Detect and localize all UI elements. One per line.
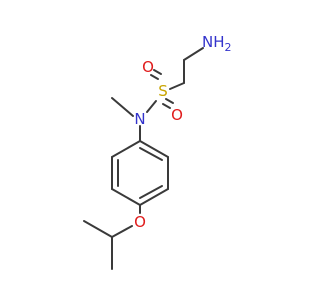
ring-inner-bond-2 [139, 185, 163, 199]
sulfur-label: S [158, 82, 168, 100]
amine-label: NH2 [202, 33, 232, 54]
bond-ether-oxygen-ch [111, 225, 133, 238]
ring-bond-6 [111, 140, 141, 158]
bond-sulfur-oxygen-bottom-b [162, 103, 171, 109]
atom-labels: NH2 O S O N O [134, 33, 231, 231]
bond-amine-c1 [183, 47, 204, 61]
ring-inner-bond-1 [139, 147, 163, 161]
bond-sulfur-nitrogen [146, 100, 157, 113]
bond-sulfur-oxygen-bottom-a [165, 98, 174, 104]
ring-bond-3 [139, 188, 169, 206]
molecule-canvas: NH2 O S O N O [83, 33, 232, 270]
ether-oxygen-label: O [134, 213, 146, 231]
bond-c2-sulfur [169, 82, 185, 90]
oxygen-top-label: O [142, 58, 154, 76]
structure-diagram: NH2 O S O N O [83, 33, 232, 270]
bond-nitrogen-methyl [111, 97, 134, 117]
sulfonamide-nitrogen-label: N [134, 110, 145, 128]
bond-sulfur-oxygen-top-a [150, 74, 159, 80]
bonds [83, 47, 204, 270]
oxygen-bottom-label: O [171, 106, 183, 124]
bond-sulfur-oxygen-top-b [153, 69, 162, 75]
ring-bond-1 [139, 140, 169, 158]
bond-ch-methyl-left [83, 220, 113, 238]
ring-bond-4 [111, 188, 141, 206]
